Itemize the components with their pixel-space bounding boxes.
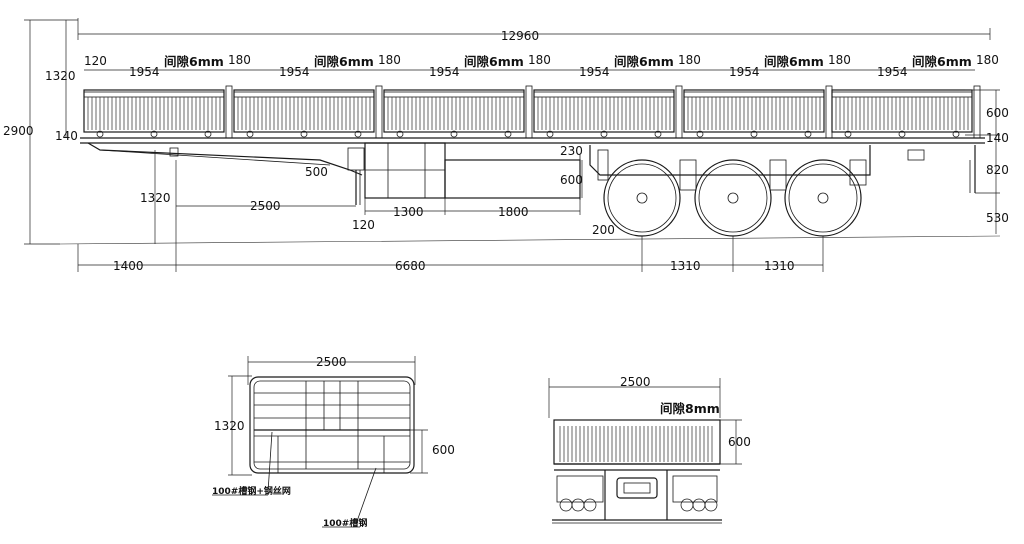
side-panel-1: 1954 间隙6mm 180 (83, 53, 251, 139)
kingpin-to-leg-label: 2500 (250, 199, 281, 213)
tank-height-label: 600 (560, 173, 583, 187)
leg-foot-label: 500 (305, 165, 328, 179)
front-panel-height-label: 600 (432, 443, 455, 457)
panel-height-label: 600 (986, 106, 1009, 120)
front-width-label: 2500 (316, 355, 347, 369)
front-note-1: 100#槽钢+钢丝网 (212, 485, 291, 497)
rear-panel-height-label: 600 (728, 435, 751, 449)
rear-panel-bars (559, 426, 713, 462)
wheel-2 (694, 159, 772, 237)
panel-length-label: 1954 (129, 65, 160, 79)
side-panel-5: 1954 间隙6mm 180 (683, 53, 851, 139)
first-gap-label: 120 (84, 54, 107, 68)
axle-spacing-2-label: 1310 (764, 259, 795, 273)
chassis-height-label: 820 (986, 163, 1009, 177)
total-height-label: 2900 (3, 124, 34, 138)
post-width-label: 180 (228, 53, 251, 67)
wheelbase-label: 6680 (395, 259, 426, 273)
post-width-label: 180 (976, 53, 999, 67)
gooseneck-height-label: 1320 (140, 191, 171, 205)
panel-gap-label: 间隙6mm (764, 54, 824, 69)
rear-gap-label: 间隙8mm (660, 401, 720, 416)
post-width-label: 180 (528, 53, 551, 67)
post-width-label: 180 (378, 53, 401, 67)
ground-clear-label: 200 (592, 223, 615, 237)
panel-gap-label: 间隙6mm (164, 54, 224, 69)
panel-length-label: 1954 (579, 65, 610, 79)
wheel-1 (603, 159, 681, 237)
panel-length-label: 1954 (729, 65, 760, 79)
wheel-clearance-label: 530 (986, 211, 1009, 225)
overall-length-label: 12960 (501, 29, 539, 43)
side-panel-4: 1954 间隙6mm 180 (533, 53, 701, 139)
post-width-label: 180 (828, 53, 851, 67)
panel-gap-label: 间隙6mm (912, 54, 972, 69)
left-overhang-label: 140 (55, 129, 78, 143)
rear-view: 2500 间隙8mm 600 (548, 375, 751, 524)
post-width-label: 180 (678, 53, 701, 67)
wheel-3 (784, 159, 862, 237)
panel-length-label: 1954 (279, 65, 310, 79)
deck-to-top-label: 1320 (45, 69, 76, 83)
front-view: 2500 1320 600 100#槽钢+钢丝网 100#槽钢 (212, 355, 455, 529)
front-label: 1400 (113, 259, 144, 273)
panel-gap-label: 间隙6mm (314, 54, 374, 69)
panel-gap-label: 间隙6mm (464, 54, 524, 69)
panel-length-label: 1954 (429, 65, 460, 79)
axle-spacing-1-label: 1310 (670, 259, 701, 273)
right-floor-label: 140 (986, 131, 1009, 145)
side-panel-6: 1954 间隙6mm 180 (831, 53, 999, 139)
side-panel-3: 1954 间隙6mm 180 (383, 53, 551, 139)
front-note-2: 100#槽钢 (323, 517, 367, 529)
rear-width-label: 2500 (620, 375, 651, 389)
leg-offset-label: 120 (352, 218, 375, 232)
front-height-label: 1320 (214, 419, 245, 433)
side-panel-2: 1954 间隙6mm 180 (233, 53, 401, 139)
panel-length-label: 1954 (877, 65, 908, 79)
tank-top-label: 230 (560, 144, 583, 158)
toolbox-2-label: 1800 (498, 205, 529, 219)
panel-gap-label: 间隙6mm (614, 54, 674, 69)
toolbox-1-label: 1300 (393, 205, 424, 219)
